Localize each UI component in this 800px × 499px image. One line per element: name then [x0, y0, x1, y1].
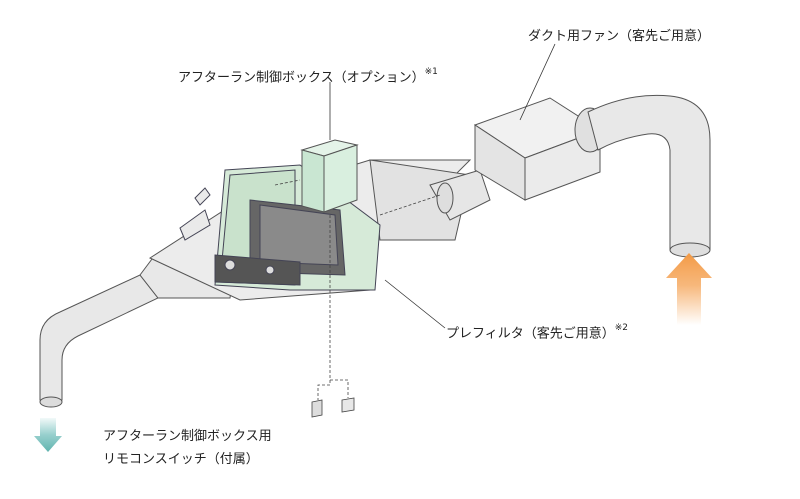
label-remote-switch-line2: リモコンスイッチ（付属）	[103, 452, 259, 467]
remote-switches	[311, 397, 355, 418]
label-afterrun-box: アフターラン制御ボックス（オプション）※1	[178, 67, 438, 86]
label-duct-fan: ダクト用ファン（客先ご用意）	[528, 29, 711, 44]
inlet-duct	[587, 94, 711, 258]
label-prefilter: プレフィルタ（客先ご用意）※2	[446, 323, 629, 342]
outlet-airflow-arrow	[34, 418, 62, 452]
duct-fan	[473, 97, 606, 201]
afterrun-control-box	[300, 139, 359, 213]
label-remote-switch-line1: アフターラン制御ボックス用	[103, 429, 272, 444]
leader-lines	[329, 43, 556, 329]
wiring-lines	[274, 179, 441, 400]
fan-connector-duct	[429, 169, 491, 221]
inlet-airflow-arrow	[666, 253, 712, 325]
